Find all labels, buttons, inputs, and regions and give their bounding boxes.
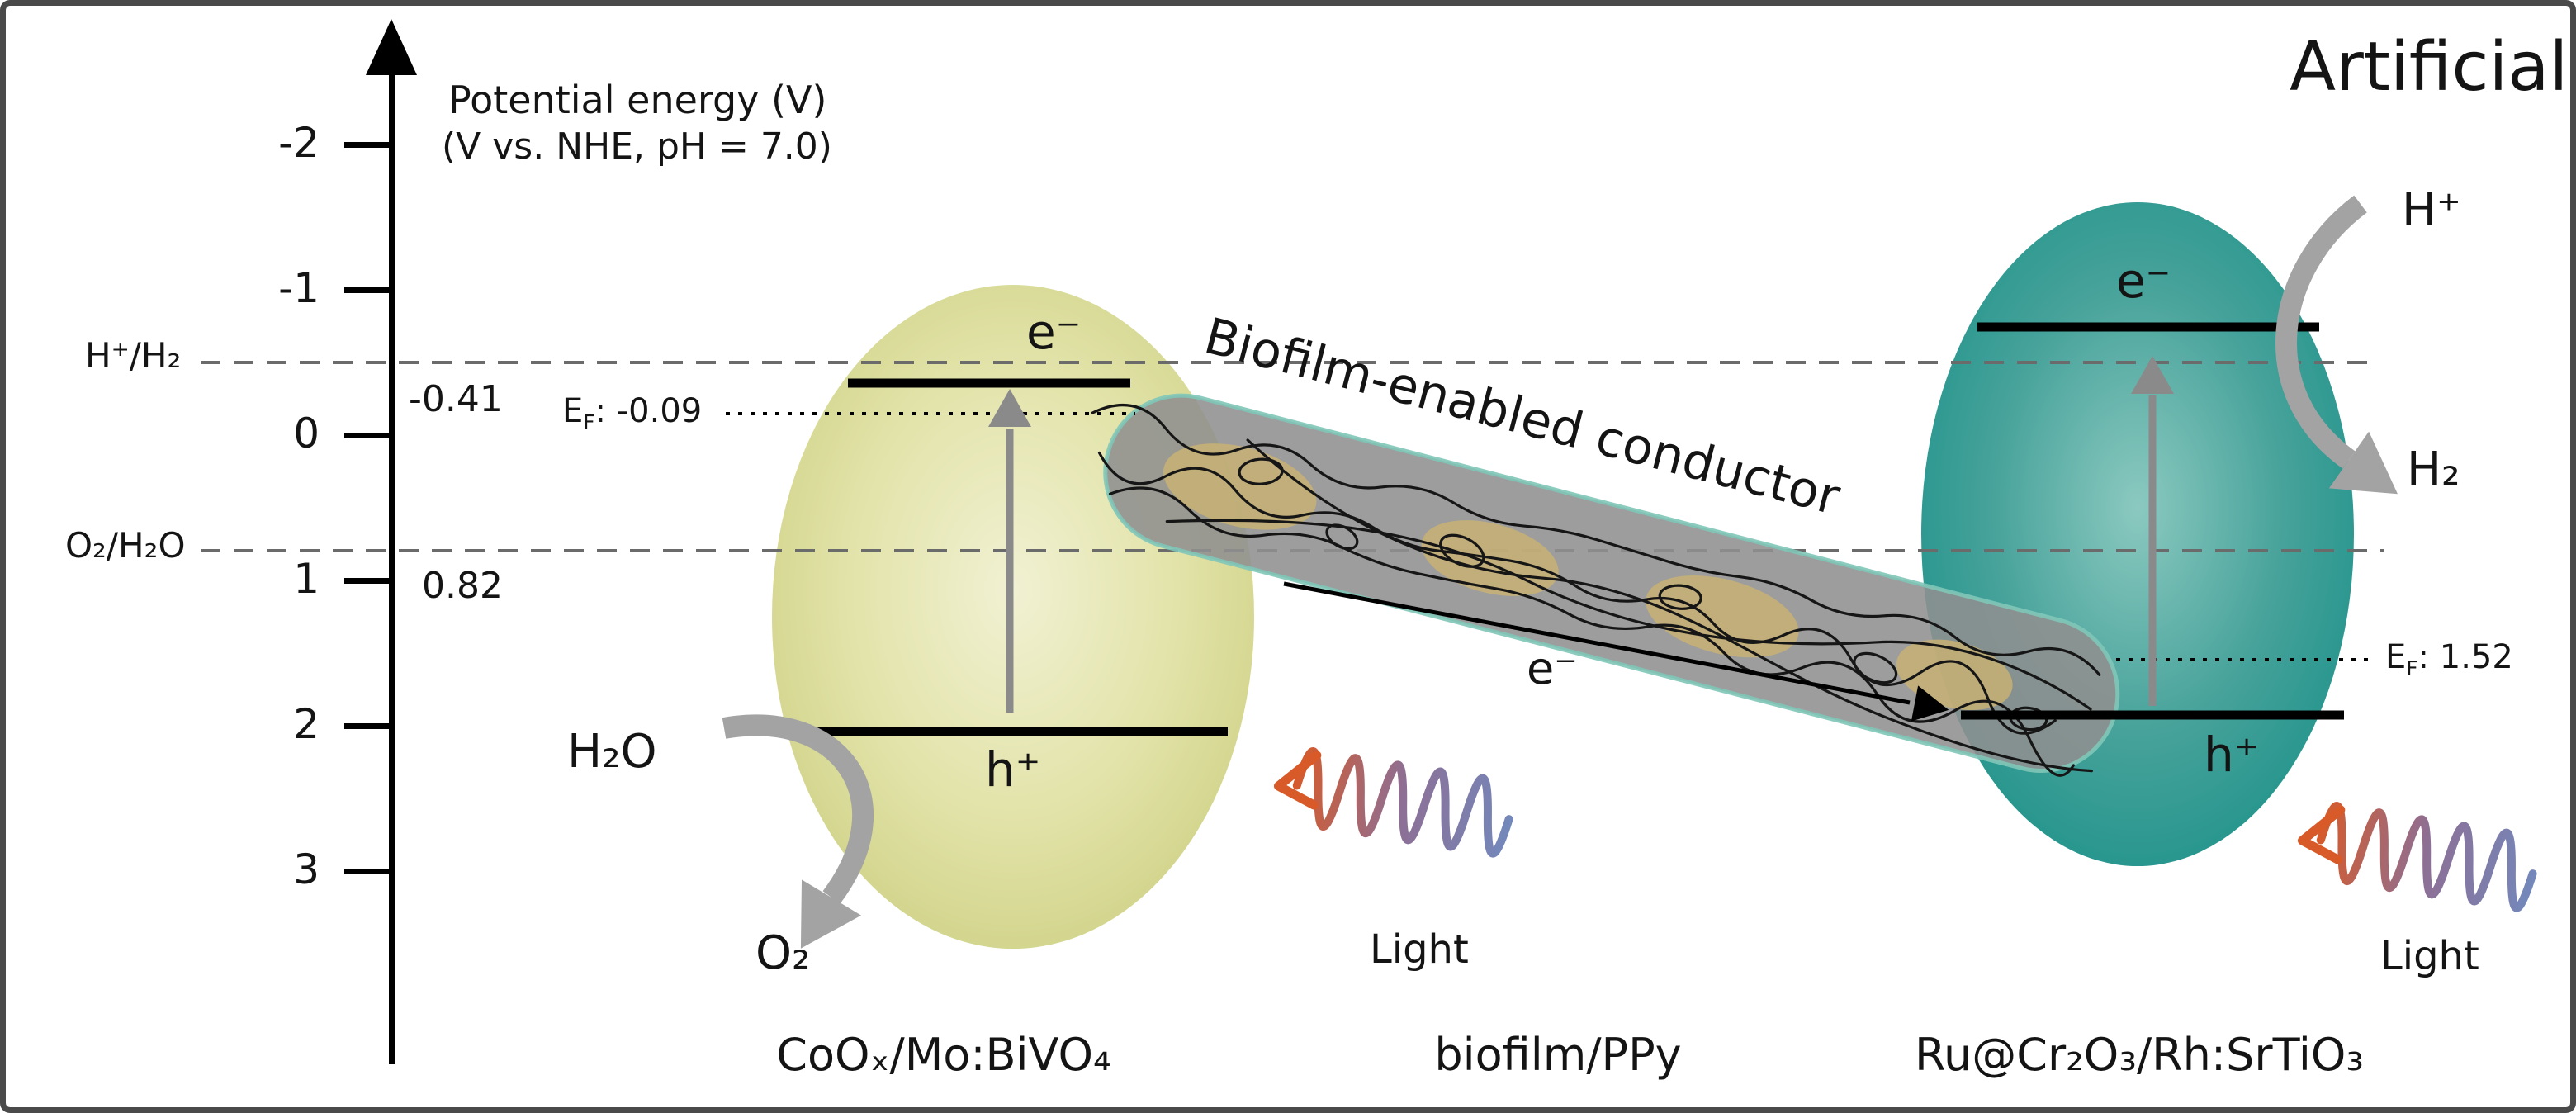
axis-subtitle: (V vs. NHE, pH = 7.0) — [442, 126, 832, 168]
proton-reduction-arrow — [2275, 195, 2398, 495]
h2-couple-label: H⁺/H₂ — [85, 335, 182, 376]
hole-label-left: h⁺ — [985, 741, 1041, 798]
light-wave-right-icon — [2297, 802, 2537, 912]
axis-tick-label: 3 — [293, 845, 320, 893]
electron-up-arrow-right — [2131, 356, 2174, 706]
axis-tick-label: 1 — [293, 555, 320, 603]
axis-tick — [344, 869, 392, 874]
water-oxidation-arrow — [722, 714, 874, 949]
light-label-right: Light — [2380, 933, 2479, 979]
axis-arrow-icon — [366, 19, 417, 75]
nanowire-squiggles — [1091, 403, 2101, 777]
electron-flow-label: e⁻ — [1527, 642, 1578, 694]
axis-tick — [344, 723, 392, 729]
electron-label-right: e⁻ — [2116, 253, 2171, 309]
potential-axis — [344, 19, 417, 1064]
fermi-label-left: EF: -0.09 — [562, 392, 703, 434]
right-catalyst-name: Ru@Cr₂O₃/Rh:SrTiO₃ — [1914, 1029, 2365, 1081]
oxygen-label: O₂ — [755, 926, 811, 980]
axis-tick-label: -2 — [278, 119, 320, 167]
conductor-name: biofilm/PPy — [1434, 1029, 1682, 1081]
h2-couple-value: -0.41 — [409, 378, 503, 420]
artificial-label: Artificial — [2290, 28, 2569, 107]
hole-label-right: h⁺ — [2204, 727, 2260, 783]
axis-title: Potential energy (V) — [448, 78, 827, 122]
axis-tick-label: 0 — [293, 410, 320, 457]
hydrogen-label: H₂ — [2407, 443, 2460, 496]
axis-tick — [344, 287, 392, 293]
light-wave-left-icon — [1273, 747, 1513, 858]
electron-label-left: e⁻ — [1026, 304, 1082, 360]
proton-label: H⁺ — [2402, 183, 2461, 237]
electron-up-arrow-left — [988, 389, 1031, 713]
electron-flow-arrow — [1283, 581, 1949, 722]
fermi-label-right: EF: 1.52 — [2385, 638, 2513, 680]
axis-tick — [344, 578, 392, 584]
axis-tick-label: -1 — [278, 264, 320, 312]
light-label-left: Light — [1370, 926, 1469, 973]
axis-tick — [344, 433, 392, 438]
o2-couple-value: 0.82 — [422, 565, 503, 607]
o2-couple-label: O₂/H₂O — [65, 525, 186, 566]
diagram-overlay — [201, 19, 2537, 1064]
water-label: H₂O — [567, 725, 657, 779]
axis-tick-label: 2 — [293, 700, 320, 748]
left-catalyst-name: CoOₓ/Mo:BiVO₄ — [776, 1029, 1111, 1081]
axis-tick — [344, 142, 392, 148]
